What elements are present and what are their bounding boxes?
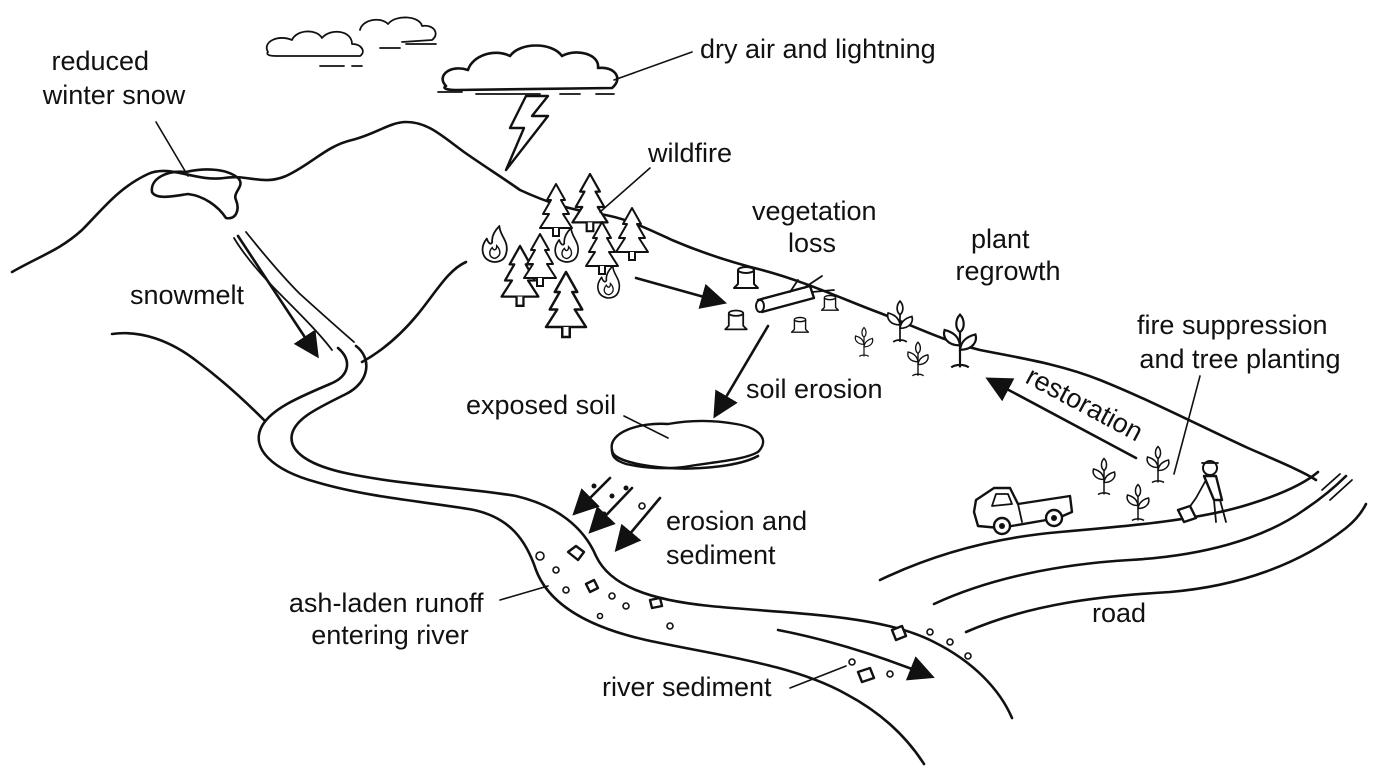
restoration-arrow [985,377,1138,460]
erosion-arrow-1 [572,476,612,516]
seedling-icon [1092,457,1116,496]
storm-cloud-icon [437,44,619,95]
reduced-winter-snow-label: reduced winter snow [42,46,186,110]
seedling-icon [942,313,978,369]
tree-stump-icon [733,266,759,289]
snowmelt-arrow [236,234,319,359]
seedling-icon [886,300,914,343]
tree-stump-icon [724,309,748,331]
exposed-soil-patch [610,419,765,470]
soil-erosion-label: soil erosion [746,374,883,404]
worker-with-shovel-icon [1176,460,1227,524]
conifer-tree-icon [539,183,573,237]
seedling-icon [854,327,874,357]
small-cloud-icon [265,16,437,67]
tree-stump-icon [790,316,810,333]
river-rocks [535,544,972,684]
river [257,344,1014,766]
road [878,470,1368,634]
lightning-bolt-icon [504,94,550,172]
fallen-log-icon [755,275,835,314]
road-label: road [1092,598,1146,628]
flame-icon [481,225,508,263]
ash-runoff-label: ash-laden runoff entering river [289,588,491,650]
dry-air-lightning-label: dry air and lightning [700,34,936,64]
tree-stump-icon [820,294,840,311]
planted-seedlings [1092,445,1170,522]
snowmelt-streams [233,231,355,351]
plant-regrowth-label: plant regrowth [955,224,1060,286]
river-flow-arrow [776,628,935,681]
wildfire-forest [481,172,649,339]
process-arrows [236,234,1138,681]
seedling-icon [907,341,929,377]
seedling-icon [1146,445,1170,484]
vegetation-loss-label: vegetation loss [752,196,884,258]
river-sediment-label: river sediment [602,672,772,702]
leader-lines [155,51,1201,689]
exposed-soil-label: exposed soil [466,390,616,420]
sediment-rock-icon [591,483,646,517]
erosion-arrow-3 [614,496,662,552]
conifer-tree-icon [615,207,649,261]
soil-erosion-arrow [713,324,770,419]
fire-suppression-label: fire suppression and tree planting [1137,310,1341,374]
conifer-tree-icon [544,270,588,339]
erosion-sediment-label: erosion and sediment [666,506,815,570]
pickup-truck-icon [972,486,1074,536]
wildfire-label: wildfire [647,138,732,168]
diagram-labels: reduced winter snow dry air and lightnin… [42,34,1341,702]
vegetation-loss [724,266,840,333]
seedling-icon [1126,483,1150,522]
plant-regrowth [854,300,978,377]
conifer-tree-icon [523,233,557,287]
wildfire-to-vegetation-loss-arrow [634,276,728,309]
erosion-arrow-2 [588,486,634,534]
snowmelt-label: snowmelt [130,280,245,310]
